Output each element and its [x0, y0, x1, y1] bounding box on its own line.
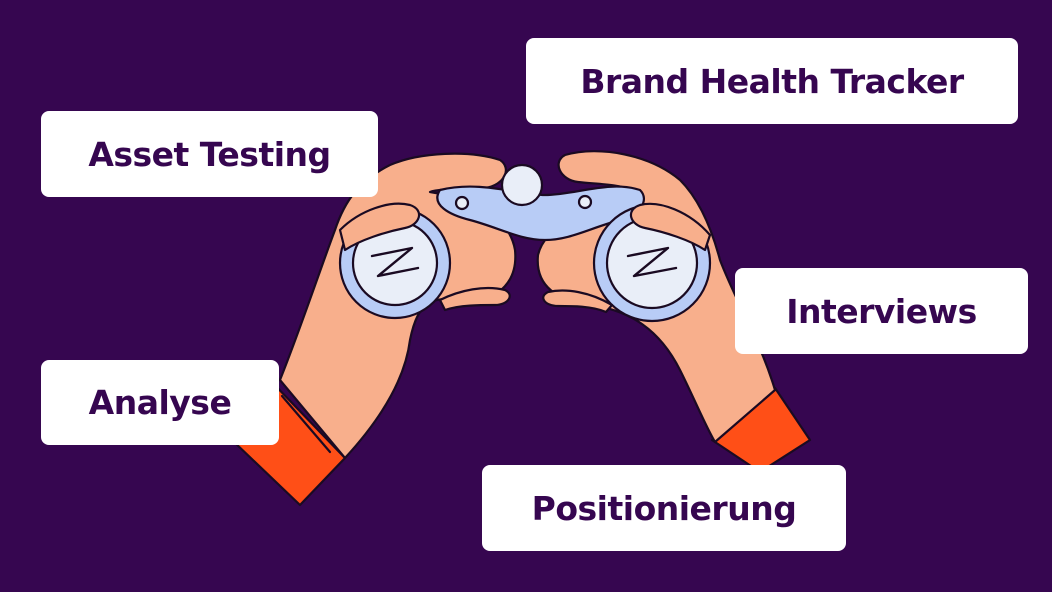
tag-analyse-label: Analyse — [88, 383, 232, 422]
tag-positionierung: Positionierung — [482, 465, 846, 551]
tag-brand-health-tracker-label: Brand Health Tracker — [580, 61, 964, 101]
tag-brand-health-tracker: Brand Health Tracker — [526, 38, 1018, 124]
tag-analyse: Analyse — [41, 360, 279, 445]
tag-interviews: Interviews — [735, 268, 1028, 354]
tag-asset-testing-label: Asset Testing — [88, 134, 331, 174]
tag-interviews-label: Interviews — [786, 291, 977, 331]
tag-asset-testing: Asset Testing — [41, 111, 378, 197]
tag-positionierung-label: Positionierung — [531, 488, 797, 528]
